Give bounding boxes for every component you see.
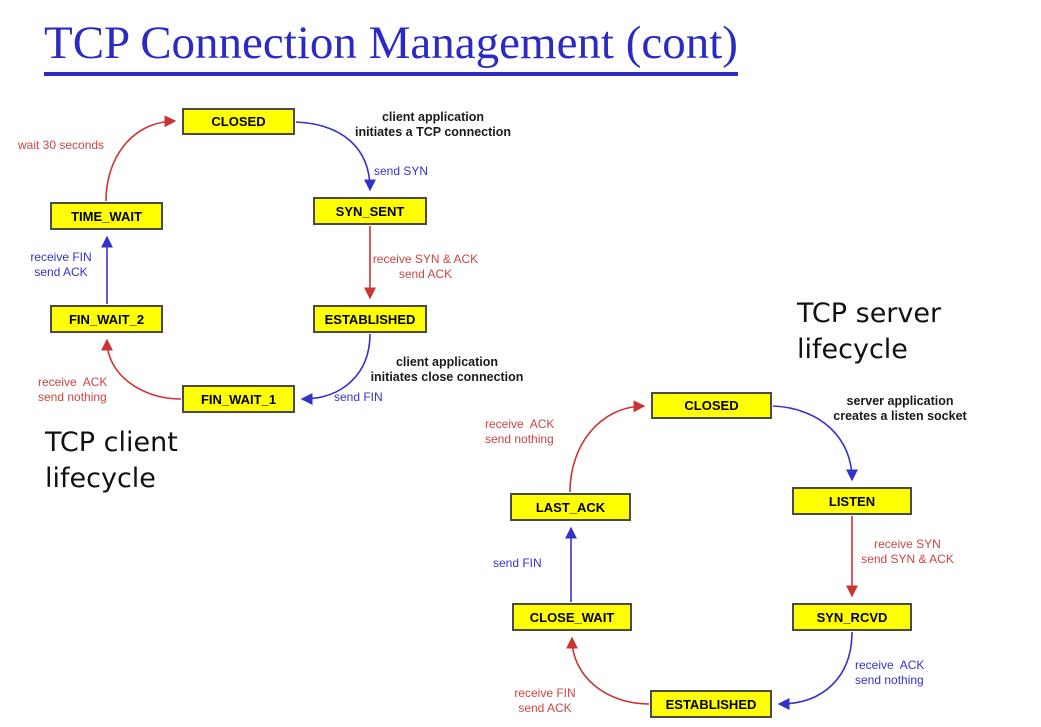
label-receive-syn-send-syn-ack: receive SYN send SYN & ACK xyxy=(861,537,954,566)
state-server-established: ESTABLISHED xyxy=(650,690,772,718)
edge-closed-to-syn-sent xyxy=(295,121,376,192)
state-server-closed: CLOSED xyxy=(651,392,772,419)
state-server-close-wait: CLOSE_WAIT xyxy=(512,603,632,631)
edge-established-to-fin-wait-1 xyxy=(300,333,371,405)
edge-time-wait-to-closed xyxy=(105,115,177,202)
caption-tcp-server-lifecycle: TCP server lifecycle xyxy=(797,298,942,365)
label-send-fin-client: send FIN xyxy=(334,390,383,404)
state-client-fin-wait-1: FIN_WAIT_1 xyxy=(182,385,295,413)
state-client-closed: CLOSED xyxy=(182,108,295,135)
state-server-listen: LISTEN xyxy=(792,487,912,515)
label-send-fin-server: send FIN xyxy=(493,556,542,570)
label-receive-syn-ack: receive SYN & ACK send ACK xyxy=(372,252,479,281)
edge-closed-to-listen xyxy=(772,405,858,482)
label-receive-ack-send-nothing-server-blue: receive ACK send nothing xyxy=(855,658,925,687)
label-client-initiates-close: client application initiates close conne… xyxy=(370,355,524,384)
label-send-syn-client: send SYN xyxy=(374,164,429,178)
label-receive-ack-send-nothing-client: receive ACK send nothing xyxy=(38,375,108,404)
state-client-established: ESTABLISHED xyxy=(313,305,427,333)
label-wait-30-seconds: wait 30 seconds xyxy=(18,138,105,152)
edge-last-ack-to-closed xyxy=(569,400,646,493)
label-receive-fin-send-ack-client: receive FIN send ACK xyxy=(30,250,92,279)
label-receive-fin-send-ack-server: receive FIN send ACK xyxy=(514,686,576,715)
label-client-initiates-connection: client application initiates a TCP conne… xyxy=(354,110,512,139)
state-client-time-wait: TIME_WAIT xyxy=(50,202,163,230)
edge-established-to-close-wait xyxy=(566,636,650,705)
caption-tcp-client-lifecycle: TCP client lifecycle xyxy=(45,427,178,494)
state-client-syn-sent: SYN_SENT xyxy=(313,197,427,225)
label-server-creates-listen-socket: server application creates a listen sock… xyxy=(833,394,967,423)
state-client-fin-wait-2: FIN_WAIT_2 xyxy=(50,305,163,333)
edge-fin-wait-1-to-fin-wait-2 xyxy=(101,338,182,400)
page-title: TCP Connection Management (cont) xyxy=(44,17,738,76)
edge-syn-rcvd-to-established xyxy=(777,631,853,710)
label-receive-ack-send-nothing-server-red: receive ACK send nothing xyxy=(485,417,555,446)
state-server-syn-rcvd: SYN_RCVD xyxy=(792,603,912,631)
state-server-last-ack: LAST_ACK xyxy=(510,493,631,521)
